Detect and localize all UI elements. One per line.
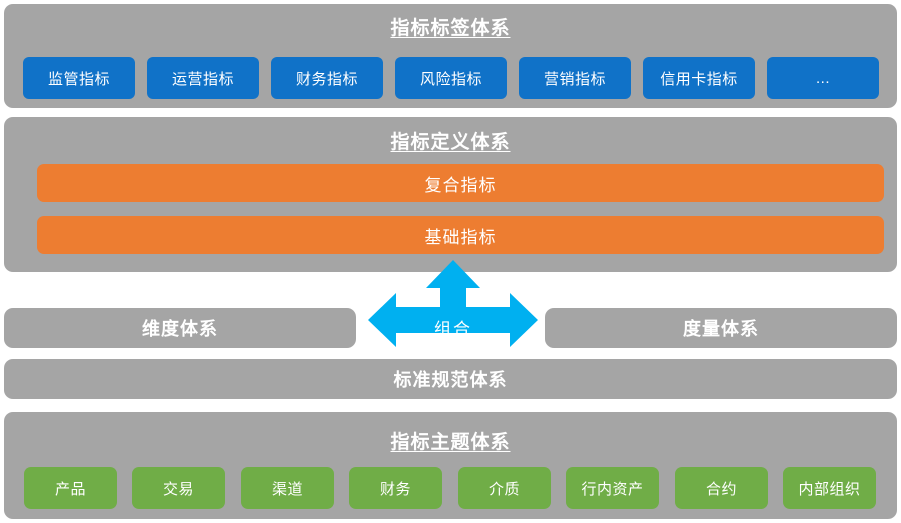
tag-chip-label: 监管指标	[47, 70, 110, 88]
label-system-title: 指标标签体系	[390, 18, 511, 39]
tag-chip-label: 营销指标	[543, 70, 606, 88]
basic-metric-label: 基础指标	[424, 227, 497, 247]
basic-metric-bar[interactable]: 基础指标	[37, 216, 884, 254]
tag-chip-label: ...	[815, 69, 830, 87]
theme-chip-label: 介质	[488, 480, 520, 498]
standard-system-label: 标准规范体系	[393, 370, 508, 390]
measure-system-label: 度量体系	[683, 319, 759, 339]
theme-chip-label: 内部组织	[798, 480, 861, 498]
tag-chip-label: 信用卡指标	[660, 70, 738, 88]
theme-chip-label: 产品	[54, 480, 86, 498]
theme-chip-internal-assets[interactable]: 行内资产	[566, 467, 659, 509]
composite-metric-bar[interactable]: 复合指标	[37, 164, 884, 202]
tag-chip-finance[interactable]: 财务指标	[271, 57, 383, 99]
theme-chip-transaction[interactable]: 交易	[132, 467, 225, 509]
theme-chip-channel[interactable]: 渠道	[241, 467, 334, 509]
theme-chip-label: 行内资产	[581, 480, 644, 498]
tag-chip-risk[interactable]: 风险指标	[395, 57, 507, 99]
dimension-system-box[interactable]: 维度体系	[4, 308, 356, 348]
tag-chip-label: 财务指标	[295, 70, 358, 88]
theme-chip-label: 交易	[162, 480, 194, 498]
tag-chip-label: 运营指标	[171, 70, 234, 88]
theme-chip-finance[interactable]: 财务	[349, 467, 442, 509]
theme-chip-contract[interactable]: 合约	[675, 467, 768, 509]
measure-system-box[interactable]: 度量体系	[545, 308, 897, 348]
theme-chip-product[interactable]: 产品	[24, 467, 117, 509]
combination-arrow-group: 组合	[368, 260, 538, 352]
composite-metric-label: 复合指标	[424, 175, 497, 195]
theme-chip-label: 合约	[705, 480, 737, 498]
definition-system-title: 指标定义体系	[390, 132, 511, 153]
tag-chip-more[interactable]: ...	[767, 57, 879, 99]
tag-chip-credit-card[interactable]: 信用卡指标	[643, 57, 755, 99]
tag-chip-label: 风险指标	[419, 70, 482, 88]
tag-chip-regulatory[interactable]: 监管指标	[23, 57, 135, 99]
theme-chip-label: 财务	[379, 480, 411, 498]
theme-chip-internal-org[interactable]: 内部组织	[783, 467, 876, 509]
tag-chip-operations[interactable]: 运营指标	[147, 57, 259, 99]
three-way-arrow-icon	[368, 260, 538, 347]
standard-system-box[interactable]: 标准规范体系	[4, 359, 897, 399]
theme-chip-label: 渠道	[271, 480, 303, 498]
tag-chip-marketing[interactable]: 营销指标	[519, 57, 631, 99]
dimension-system-label: 维度体系	[142, 319, 218, 339]
theme-chip-medium[interactable]: 介质	[458, 467, 551, 509]
theme-system-title: 指标主题体系	[390, 432, 511, 453]
